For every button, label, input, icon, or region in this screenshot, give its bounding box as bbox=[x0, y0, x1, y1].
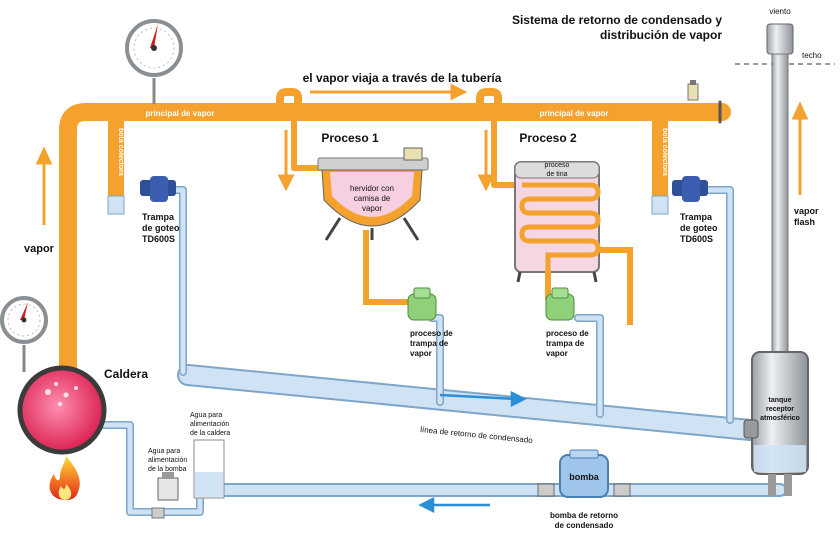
title-line-2: distribución de vapor bbox=[600, 28, 722, 42]
boiler-label: Caldera bbox=[104, 367, 148, 381]
vapor-label: vapor bbox=[24, 243, 55, 255]
flame-icon bbox=[49, 456, 80, 500]
drip-leg-label-right: bota colectora bbox=[661, 128, 668, 176]
condensate-piping bbox=[96, 186, 787, 516]
receiver-label-1: tanque bbox=[769, 397, 792, 404]
pump-label: bomba bbox=[569, 472, 599, 482]
process-trap-2-icon bbox=[545, 287, 575, 321]
pump-feed-label-3: de la bomba bbox=[148, 466, 187, 473]
drip-trap-left-icon bbox=[140, 176, 176, 202]
condensate-pump-label-1: bomba de retorno bbox=[550, 511, 618, 520]
kettle-label-2: camisa de bbox=[354, 194, 391, 203]
kettle-label-1: hervidor con bbox=[350, 184, 394, 193]
pump-return-arrow bbox=[418, 496, 490, 514]
steam-drop-arrow-left bbox=[277, 130, 295, 192]
process-2-label: Proceso 2 bbox=[519, 131, 577, 145]
flash-vapor-label-1: vapor bbox=[794, 206, 819, 216]
vapor-up-arrow bbox=[35, 146, 53, 225]
boiler-feed-label-1: Agua para bbox=[190, 412, 222, 419]
receiver-label-2: receptor bbox=[766, 406, 794, 413]
process-trap-2-label-2: trampa de bbox=[546, 339, 585, 348]
drip-leg-label-left: bota colectora bbox=[117, 128, 124, 176]
steam-main-label-right: principal de vapor bbox=[540, 109, 609, 118]
steam-main-label-left: principal de vapor bbox=[146, 109, 215, 118]
return-flow-arrow bbox=[439, 390, 527, 408]
process-1-label: Proceso 1 bbox=[321, 131, 379, 145]
return-line-label: línea de retorno de condensado bbox=[420, 425, 534, 445]
vat-label-2: de tina bbox=[546, 171, 567, 178]
drip-trap-right-icon bbox=[672, 176, 708, 202]
air-vent-icon bbox=[687, 80, 699, 101]
vent-stack bbox=[766, 23, 794, 355]
vent-label: viento bbox=[769, 7, 791, 16]
boiler bbox=[17, 365, 107, 455]
boiler-feed-label-2: alimentación bbox=[190, 421, 229, 428]
pressure-gauge-boiler-icon bbox=[0, 296, 48, 372]
boiler-feed-label-3: de la caldera bbox=[190, 430, 230, 437]
process-vat bbox=[514, 161, 601, 283]
roof-label: techo bbox=[802, 51, 822, 60]
steam-drop-arrow-right bbox=[477, 130, 495, 192]
drip-trap-right-label-2: de goteo bbox=[680, 223, 718, 233]
process-trap-1-icon bbox=[407, 287, 437, 321]
process-trap-1-label-2: trampa de bbox=[410, 339, 449, 348]
atmospheric-receiver-tank bbox=[743, 351, 809, 496]
steam-travel-arrow bbox=[310, 83, 468, 101]
condensate-pump-label-2: de condensado bbox=[555, 521, 614, 530]
kettle-label-3: vapor bbox=[362, 204, 382, 213]
steam-travel-label: el vapor viaja a través de la tubería bbox=[303, 71, 502, 85]
pump-feed-label-1: Agua para bbox=[148, 448, 180, 455]
boiler-feed-tank bbox=[193, 439, 225, 499]
jacketed-kettle bbox=[317, 147, 429, 241]
title-line-1: Sistema de retorno de condensado y bbox=[512, 13, 722, 27]
drip-trap-right-label-3: TD600S bbox=[680, 234, 713, 244]
diagram-title: Sistema de retorno de condensado y distr… bbox=[512, 13, 722, 42]
pressure-gauge-top-icon bbox=[125, 19, 183, 104]
flash-vapor-arrow bbox=[791, 101, 809, 195]
process-trap-2-label-3: vapor bbox=[546, 349, 568, 358]
kettle-drain-pipe bbox=[363, 230, 410, 305]
drip-leg-right-base bbox=[651, 195, 669, 215]
steam-main bbox=[59, 88, 731, 389]
feed-pump-valve-icon bbox=[151, 472, 179, 519]
drip-trap-left-label-2: de goteo bbox=[142, 223, 180, 233]
vat-label-1: proceso bbox=[545, 162, 570, 169]
drip-trap-left-label-1: Trampa bbox=[142, 212, 175, 222]
process-trap-2-label-1: proceso de bbox=[546, 329, 589, 338]
flash-vapor-label-2: flash bbox=[794, 217, 815, 227]
pump-feed-label-2: alimentación bbox=[148, 457, 187, 464]
drip-trap-right-label-1: Trampa bbox=[680, 212, 713, 222]
condensate-pump bbox=[537, 449, 631, 498]
receiver-label-3: atmosférico bbox=[760, 415, 800, 422]
drip-trap-left-label-3: TD600S bbox=[142, 234, 175, 244]
drip-leg-left-base bbox=[107, 195, 125, 215]
process-trap-1-label-3: vapor bbox=[410, 349, 432, 358]
vat-drain-pipe bbox=[600, 247, 633, 325]
process-trap-1-label-1: proceso de bbox=[410, 329, 453, 338]
